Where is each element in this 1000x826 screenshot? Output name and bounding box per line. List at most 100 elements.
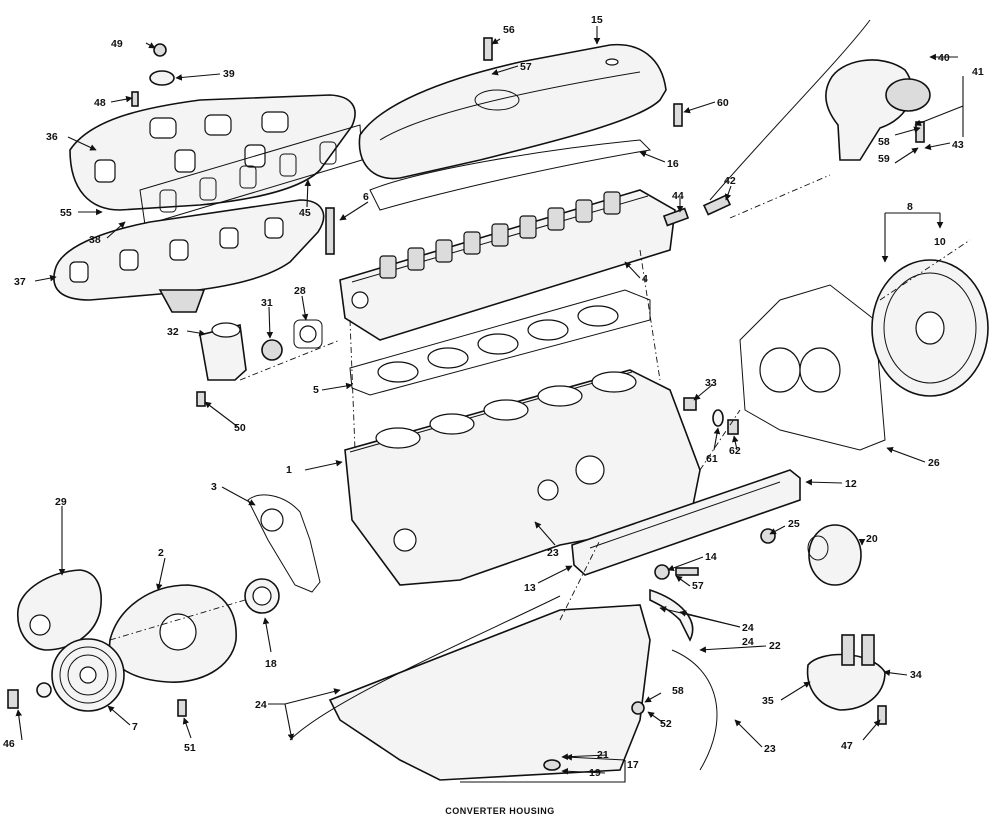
- callout-24-right: 24: [742, 622, 754, 634]
- oil-pressure-sender: [683, 397, 697, 411]
- callout-51: 51: [184, 742, 196, 754]
- callout-3: 3: [211, 481, 217, 493]
- callout-17: 17: [627, 759, 639, 771]
- callout-59: 59: [878, 153, 890, 165]
- crankshaft-seal: [244, 578, 280, 614]
- callout-18: 18: [265, 658, 277, 670]
- callout-24-left: 24: [255, 699, 267, 711]
- callout-21: 21: [597, 749, 609, 761]
- callout-40: 40: [938, 52, 950, 64]
- water-pump: [17, 569, 102, 651]
- callout-22: 22: [769, 640, 781, 652]
- spark-plug: [662, 207, 690, 227]
- distributor-cap-wire: [709, 19, 871, 201]
- intake-manifold: [69, 94, 356, 211]
- valve-cover: [358, 43, 667, 180]
- temperature-sender: [727, 419, 739, 435]
- callout-14: 14: [705, 551, 717, 563]
- callout-37: 37: [14, 276, 26, 288]
- callout-57-top: 57: [520, 61, 532, 73]
- callout-35: 35: [762, 695, 774, 707]
- callout-58-top: 58: [878, 136, 890, 148]
- oil-pan: [328, 604, 651, 781]
- callout-28: 28: [294, 285, 306, 297]
- pan-bolt: [631, 701, 645, 715]
- callout-23-lower: 23: [764, 743, 776, 755]
- valve-cover-gasket: [369, 139, 652, 211]
- fuel-pump-bolt: [877, 705, 887, 725]
- sender-washer: [712, 409, 724, 427]
- callout-41: 41: [972, 66, 984, 78]
- filler-cap-bolt: [483, 37, 493, 61]
- alignment-lines: [109, 174, 971, 641]
- oil-filter-adapter: [760, 528, 776, 544]
- callout-31: 31: [261, 297, 273, 309]
- callout-6: 6: [363, 191, 369, 203]
- callout-23-upper: 23: [547, 547, 559, 559]
- callout-32: 32: [167, 326, 179, 338]
- side-cover: [571, 469, 801, 576]
- callout-5: 5: [313, 384, 319, 396]
- callout-43: 43: [952, 139, 964, 151]
- callout-13: 13: [524, 582, 536, 594]
- damper-bolt: [7, 689, 19, 709]
- side-cover-nut: [654, 564, 670, 580]
- callout-39: 39: [223, 68, 235, 80]
- callout-10: 10: [934, 236, 946, 248]
- callout-49: 49: [111, 38, 123, 50]
- flywheel: [871, 259, 989, 397]
- callout-33: 33: [705, 377, 717, 389]
- rear-main-seal-retainer: [649, 588, 694, 642]
- callout-29: 29: [55, 496, 67, 508]
- callout-8: 8: [907, 201, 913, 213]
- callout-20: 20: [866, 533, 878, 545]
- callout-56: 56: [503, 24, 515, 36]
- rear-engine-plate: [739, 284, 886, 451]
- callout-58-bottom: 58: [672, 685, 684, 697]
- manifold-stud-nut: [131, 43, 175, 107]
- callout-57-bottom: 57: [692, 580, 704, 592]
- hold-down-bolt: [915, 121, 925, 143]
- oil-pan-gasket: [289, 595, 561, 741]
- callout-4: 4: [642, 273, 648, 285]
- callout-52: 52: [660, 718, 672, 730]
- callout-45: 45: [299, 207, 311, 219]
- thermostat: [261, 339, 283, 361]
- oil-filter: [807, 524, 862, 586]
- pcv-valve: [673, 103, 683, 127]
- callout-42: 42: [724, 175, 736, 187]
- timing-cover-bolt: [177, 699, 187, 717]
- side-cover-bolt: [675, 567, 699, 576]
- callout-48: 48: [94, 97, 106, 109]
- callout-62: 62: [729, 445, 741, 457]
- callout-1: 1: [286, 464, 292, 476]
- timing-cover: [108, 584, 237, 683]
- cylinder-head: [339, 189, 676, 341]
- front-cover-gasket: [247, 494, 321, 593]
- callout-24-right-b: 24: [742, 636, 754, 648]
- callout-36: 36: [46, 131, 58, 143]
- callout-26: 26: [928, 457, 940, 469]
- callout-47: 47: [841, 740, 853, 752]
- callout-25: 25: [788, 518, 800, 530]
- callout-2: 2: [158, 547, 164, 559]
- thermostat-gasket: [293, 319, 323, 349]
- callout-19: 19: [589, 767, 601, 779]
- exhaust-manifold: [53, 199, 325, 313]
- callout-15: 15: [591, 14, 603, 26]
- callout-12: 12: [845, 478, 857, 490]
- distributor: [825, 59, 931, 161]
- callout-7: 7: [132, 721, 138, 733]
- callout-61: 61: [706, 453, 718, 465]
- dipstick: [671, 649, 718, 771]
- callout-leaders: [15, 26, 964, 783]
- damper-washer: [36, 682, 52, 698]
- head-bolt: [325, 207, 335, 255]
- water-outlet-bolt: [196, 391, 206, 407]
- callout-50: 50: [234, 422, 246, 434]
- figure-caption: CONVERTER HOUSING: [445, 806, 555, 816]
- callout-16: 16: [667, 158, 679, 170]
- callout-34: 34: [910, 669, 922, 681]
- fuel-pump: [806, 634, 886, 711]
